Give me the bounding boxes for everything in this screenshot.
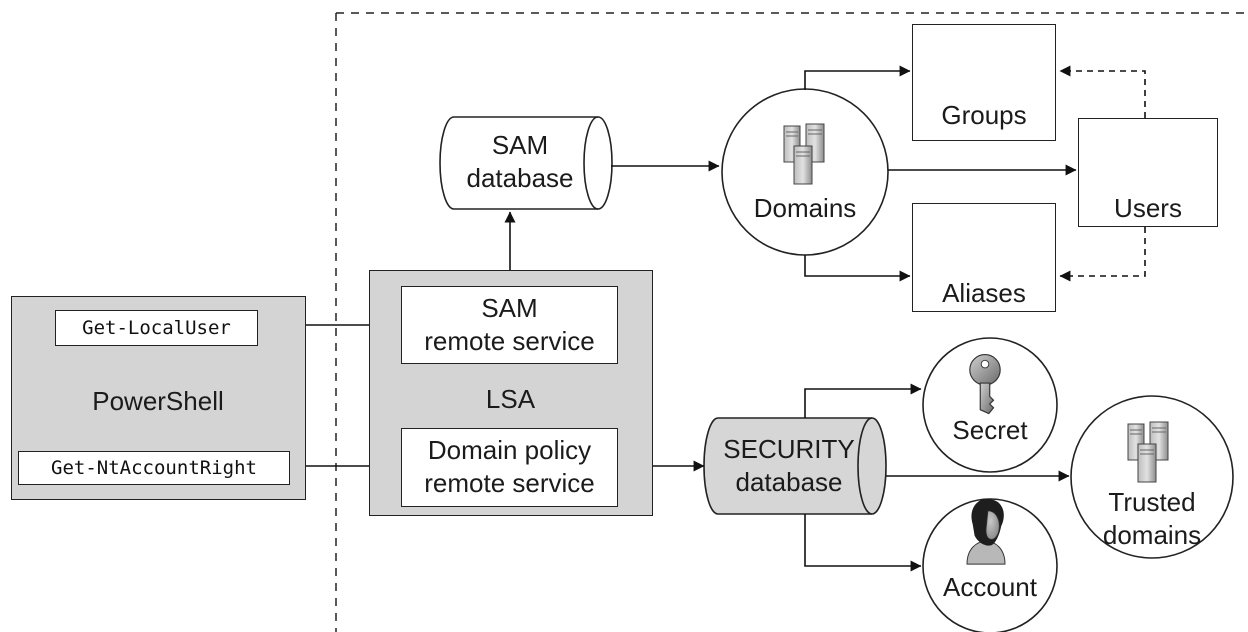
trust-boundary: [335, 12, 1248, 632]
aliases-label: Aliases: [942, 278, 1026, 308]
sam-database-cylinder: [439, 116, 613, 210]
sam-remote-service-box: SAM remote service: [401, 286, 618, 364]
aliases-box: [912, 203, 1056, 312]
security-database-cylinder: [703, 417, 887, 515]
dashed-arrow-users-to-groups: [1059, 65, 1146, 118]
sam-database-label: SAM database: [466, 130, 574, 193]
account-label: Account: [943, 572, 1037, 602]
arrow-domains-to-groups: [804, 65, 911, 90]
users-label: Users: [1114, 193, 1182, 223]
arrow-security-db-to-account: [804, 514, 922, 572]
domain-policy-remote-service-box: Domain policy remote service: [401, 428, 618, 507]
secret-label: Secret: [952, 415, 1028, 445]
arrow-security-db-to-secret: [804, 383, 922, 418]
dashed-arrow-users-to-aliases: [1059, 227, 1146, 282]
domains-label: Domains: [753, 193, 857, 223]
trusted-domains-label: Trusted domains: [1102, 487, 1202, 550]
powershell-label: PowerShell: [92, 386, 224, 416]
groups-label: Groups: [941, 100, 1027, 130]
get-ntaccountright-command: Get-NtAccountRight: [18, 451, 290, 485]
security-database-label: SECURITY database: [723, 434, 855, 497]
users-box: [1078, 118, 1218, 227]
get-localuser-command: Get-LocalUser: [55, 310, 258, 346]
lsa-label: LSA: [485, 384, 536, 414]
arrow-domains-to-aliases: [804, 255, 911, 282]
groups-box: [912, 24, 1056, 141]
